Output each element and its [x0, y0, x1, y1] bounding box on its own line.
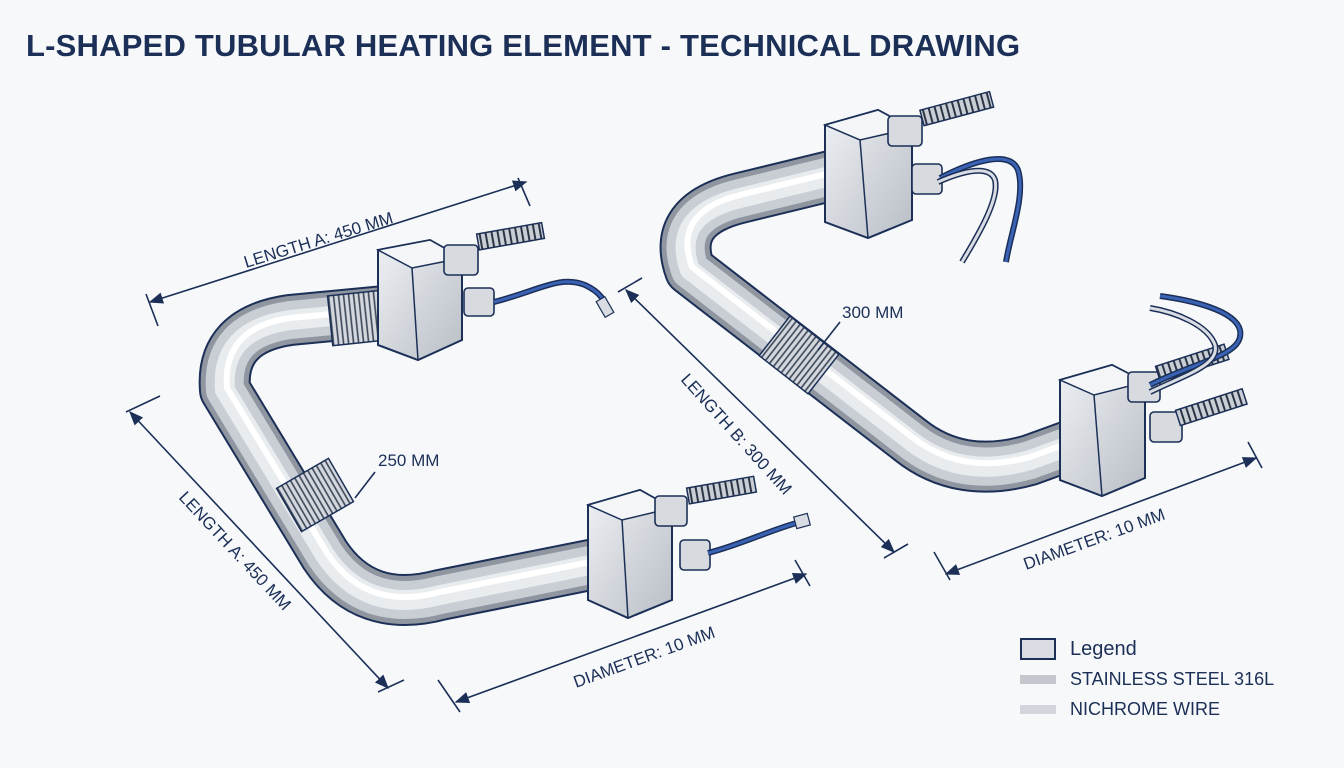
left-length-top-label: LENGTH A: 450 MM — [242, 208, 396, 271]
page-title: L-SHAPED TUBULAR HEATING ELEMENT - TECHN… — [26, 28, 1021, 63]
legend-item: STAINLESS STEEL 316L — [1020, 664, 1274, 694]
left-bottom-terminal — [585, 475, 812, 620]
right-diameter-label: DIAMETER: 10 MM — [1021, 505, 1168, 574]
left-top-terminal — [375, 221, 615, 362]
legend-title: Legend — [1070, 637, 1137, 660]
left-section-label: 250 MM — [378, 451, 439, 470]
legend-header: Legend — [1020, 634, 1274, 664]
left-heating-element: LENGTH A: 450 MM LENGTH A: 450 MM 250 MM… — [125, 177, 812, 713]
legend-box-icon — [1020, 638, 1056, 660]
right-section-label: 300 MM — [842, 303, 903, 322]
legend-item: NICHROME WIRE — [1020, 694, 1274, 724]
right-top-terminal — [822, 90, 1024, 264]
left-dimension-lines — [125, 177, 811, 713]
legend-item-label: STAINLESS STEEL 316L — [1070, 668, 1275, 689]
right-heating-element: LENGTH B: 300 MM 300 MM DIAMETER: 10 MM — [617, 90, 1263, 581]
right-bottom-terminal — [1057, 293, 1248, 498]
legend-swatch-steel — [1020, 674, 1056, 684]
legend-swatch-wire — [1020, 704, 1056, 714]
legend: Legend STAINLESS STEEL 316L NICHROME WIR… — [1020, 634, 1274, 724]
right-dimension-lines — [617, 277, 1263, 581]
legend-item-label: NICHROME WIRE — [1070, 698, 1220, 719]
